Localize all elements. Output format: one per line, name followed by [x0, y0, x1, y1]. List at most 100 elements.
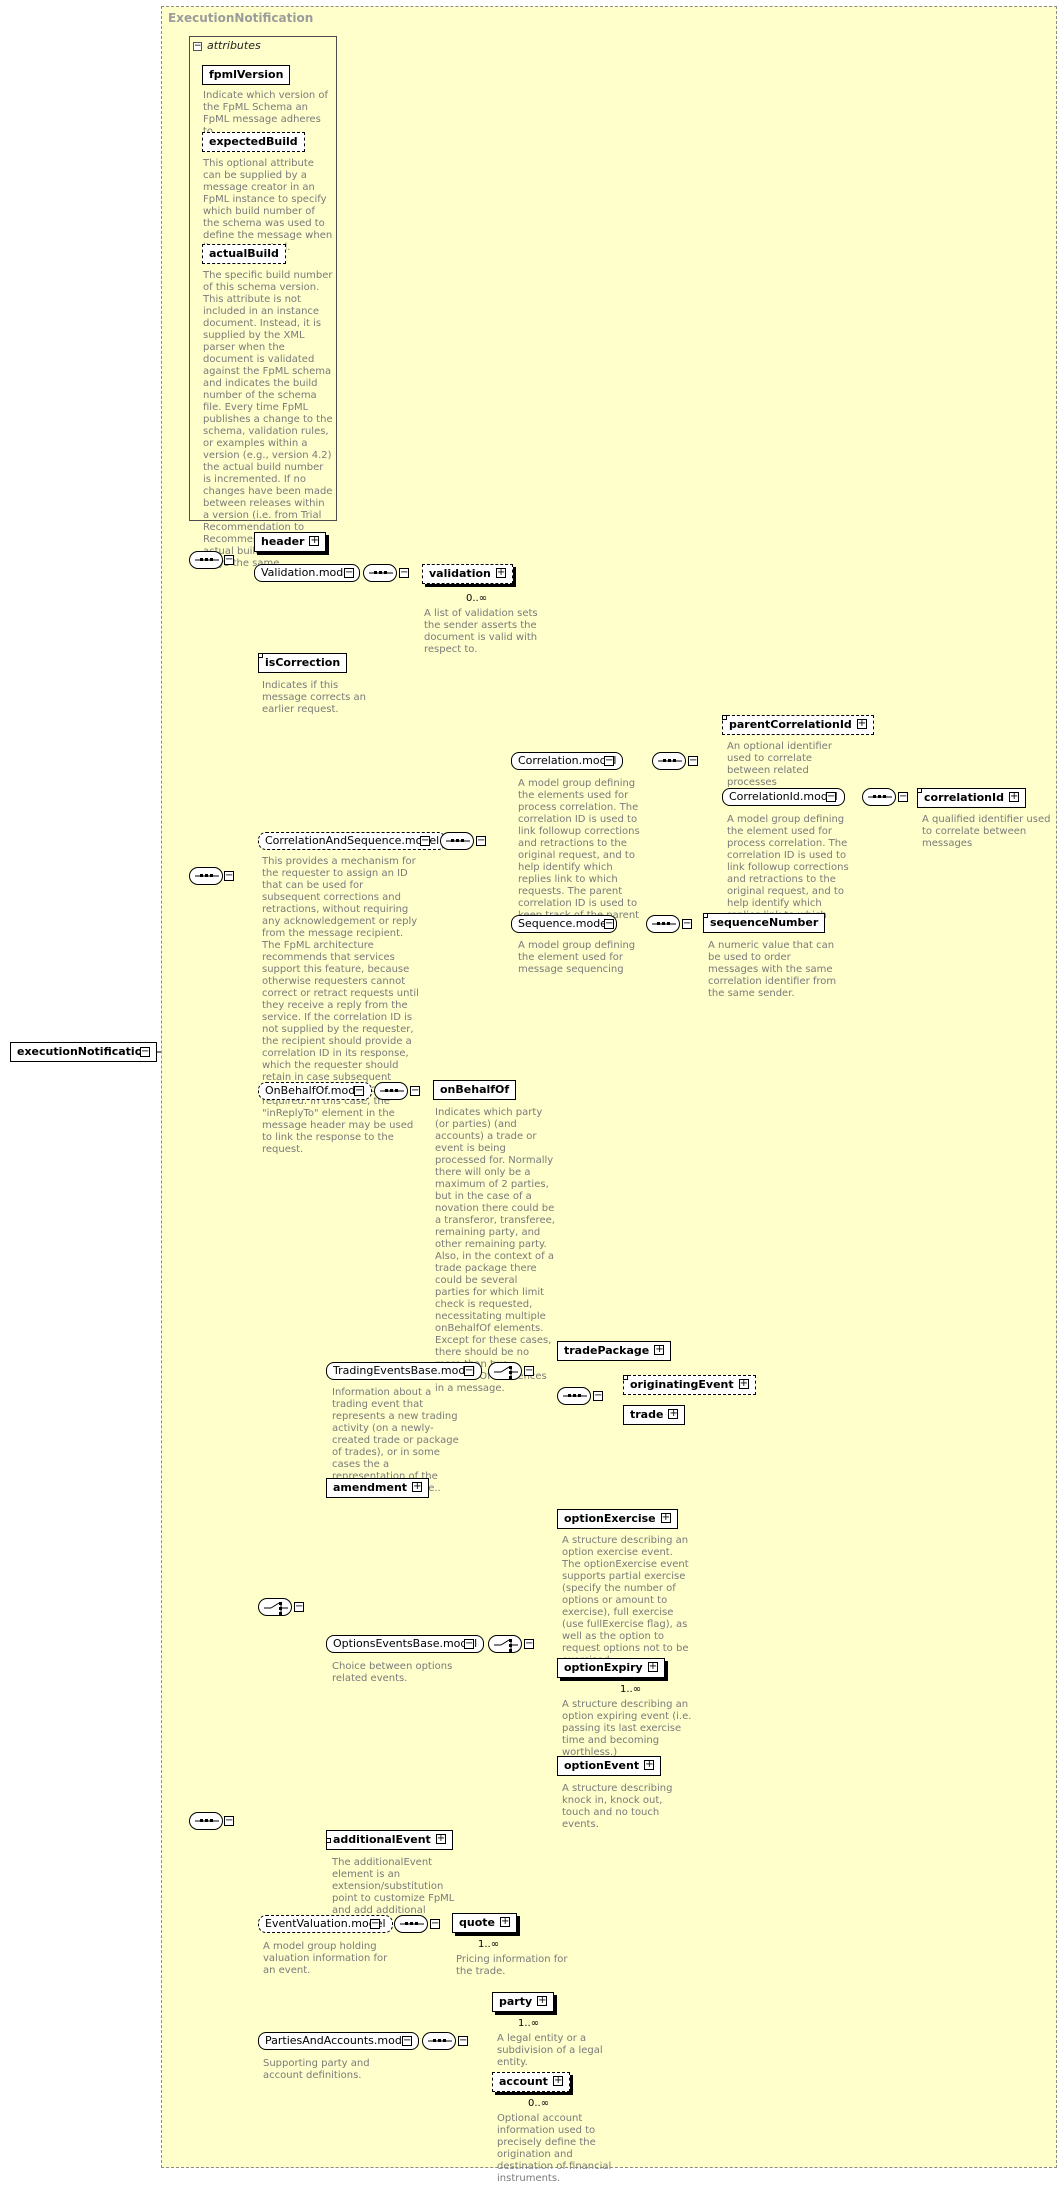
expand-icon[interactable]: +: [1008, 791, 1019, 802]
collapse-icon[interactable]: −: [898, 791, 908, 802]
collapse-icon[interactable]: −: [370, 1918, 380, 1929]
element-description: A legal entity or a subdivision of a leg…: [497, 2033, 603, 2068]
optionExpiry-label: optionExpiry: [564, 1661, 643, 1674]
element-description: A list of validation sets the sender ass…: [424, 608, 538, 655]
attribute-marker-icon: [703, 913, 708, 918]
element-optionExpiry[interactable]: optionExpiry +: [557, 1658, 665, 1678]
expand-icon[interactable]: +: [856, 718, 867, 729]
element-quote[interactable]: quote+: [452, 1913, 517, 1933]
group-trading-events[interactable]: TradingEventsBase.model: [326, 1362, 483, 1380]
collapse-icon[interactable]: −: [193, 41, 202, 51]
sequence-compositor: [363, 564, 397, 582]
expand-icon[interactable]: +: [654, 1344, 665, 1355]
element-account[interactable]: account+: [492, 2072, 570, 2092]
element-description: An optional identifier used to correlate…: [727, 741, 832, 788]
attribute-actualBuild[interactable]: actualBuild: [202, 244, 286, 264]
correlationId-label: correlationId: [924, 791, 1004, 804]
group-description: A model group holding valuation informat…: [263, 1941, 388, 1976]
element-correlationId[interactable]: correlationId +: [917, 788, 1026, 808]
element-onBehalfOf[interactable]: onBehalfOf: [433, 1080, 517, 1100]
collapse-icon[interactable]: −: [682, 918, 692, 929]
collapse-icon[interactable]: −: [294, 1601, 304, 1612]
group-onBehalfOf-model[interactable]: OnBehalfOf.model: [258, 1082, 373, 1100]
element-optionExercise[interactable]: optionExercise+: [557, 1509, 678, 1529]
element-additionalEvent[interactable]: additionalEvent+: [326, 1830, 453, 1850]
expand-icon[interactable]: +: [552, 2075, 563, 2086]
expand-icon[interactable]: +: [412, 1481, 423, 1492]
element-description: Indicates which party (or parties) (and …: [435, 1107, 555, 1394]
group-correlationId-model[interactable]: CorrelationId.model: [722, 788, 845, 806]
onBehalfOf-label: onBehalfOf: [440, 1083, 510, 1096]
element-trade[interactable]: trade+: [623, 1405, 686, 1425]
element-description: A qualified identifier used to correlate…: [922, 814, 1051, 849]
attribute-expectedBuild[interactable]: expectedBuild: [202, 132, 305, 152]
collapse-icon[interactable]: −: [524, 1638, 534, 1649]
expand-icon[interactable]: +: [660, 1512, 671, 1523]
group-parties-and-accounts[interactable]: PartiesAndAccounts.model: [258, 2032, 419, 2050]
attribute-marker-icon: [623, 1375, 628, 1380]
element-amendment[interactable]: amendment+: [326, 1478, 430, 1498]
collapse-icon[interactable]: −: [464, 1638, 474, 1649]
attribute-marker-icon: [258, 653, 263, 658]
cardinality: 1..∞: [518, 2018, 540, 2029]
element-tradePackage[interactable]: tradePackage+: [557, 1341, 672, 1361]
element-description: A numeric value that can be used to orde…: [708, 940, 837, 999]
group-validation-model[interactable]: Validation.model: [254, 564, 361, 582]
collapse-icon[interactable]: −: [224, 1815, 234, 1826]
collapse-icon[interactable]: −: [688, 755, 698, 766]
collapse-icon[interactable]: −: [464, 1365, 474, 1376]
expand-icon[interactable]: +: [309, 535, 320, 546]
collapse-icon[interactable]: −: [458, 2035, 468, 2046]
type-title: ExecutionNotification: [168, 11, 314, 25]
expand-icon[interactable]: +: [499, 1916, 510, 1927]
collapse-icon[interactable]: −: [224, 870, 234, 881]
group-label: TradingEventsBase.model: [333, 1364, 476, 1377]
expand-icon[interactable]: +: [644, 1759, 655, 1770]
group-event-valuation[interactable]: EventValuation.model: [258, 1915, 393, 1933]
cardinality: 0..∞: [466, 593, 488, 604]
collapse-icon[interactable]: −: [354, 1085, 364, 1096]
collapse-icon[interactable]: −: [826, 791, 836, 802]
choice-compositor: [488, 1635, 522, 1653]
cardinality: 1..∞: [620, 1684, 642, 1695]
group-label: EventValuation.model: [265, 1917, 386, 1930]
collapse-icon[interactable]: −: [430, 1918, 440, 1929]
attributes-label: attributes: [207, 39, 261, 52]
group-correlation-model[interactable]: Correlation.model: [511, 752, 624, 770]
collapse-icon[interactable]: −: [476, 835, 486, 846]
expand-icon[interactable]: +: [435, 1833, 446, 1844]
attribute-fpmlVersion[interactable]: fpmlVersion: [202, 65, 291, 85]
element-originatingEvent[interactable]: originatingEvent+: [623, 1375, 756, 1395]
element-party[interactable]: party +: [492, 1992, 555, 2012]
element-parentCorrelationId[interactable]: parentCorrelationId+: [722, 715, 874, 735]
sequence-compositor: [422, 2032, 456, 2050]
collapse-icon[interactable]: −: [604, 918, 614, 929]
element-header[interactable]: header+: [254, 532, 327, 552]
group-sequence-model[interactable]: Sequence.model: [511, 915, 618, 933]
expand-icon[interactable]: +: [738, 1378, 749, 1389]
expand-icon[interactable]: +: [668, 1408, 679, 1419]
group-options-events[interactable]: OptionsEventsBase.model: [326, 1635, 485, 1653]
element-isCorrection[interactable]: isCorrection: [258, 653, 348, 673]
element-validation[interactable]: validation+: [422, 564, 513, 584]
collapse-icon[interactable]: −: [224, 554, 234, 565]
group-correlation-and-sequence[interactable]: CorrelationAndSequence.model: [258, 832, 447, 850]
collapse-icon[interactable]: −: [402, 2035, 412, 2046]
party-label: party: [499, 1995, 533, 2008]
collapse-icon[interactable]: −: [410, 1085, 420, 1096]
collapse-icon[interactable]: −: [604, 755, 614, 766]
collapse-icon[interactable]: −: [420, 835, 430, 846]
collapse-icon[interactable]: −: [344, 567, 354, 578]
expand-icon[interactable]: +: [495, 567, 506, 578]
expand-icon[interactable]: +: [647, 1661, 658, 1672]
collapse-icon[interactable]: −: [140, 1046, 150, 1057]
element-optionEvent[interactable]: optionEvent+: [557, 1756, 662, 1776]
collapse-icon[interactable]: −: [399, 567, 409, 578]
attribute-description: The specific build number of this schema…: [203, 270, 333, 569]
root-element[interactable]: executionNotification: [10, 1042, 158, 1062]
collapse-icon[interactable]: −: [524, 1365, 534, 1376]
collapse-icon[interactable]: −: [593, 1390, 603, 1401]
element-sequenceNumber[interactable]: sequenceNumber: [703, 913, 826, 933]
sequence-compositor: [189, 1812, 223, 1830]
expand-icon[interactable]: +: [537, 1995, 548, 2006]
